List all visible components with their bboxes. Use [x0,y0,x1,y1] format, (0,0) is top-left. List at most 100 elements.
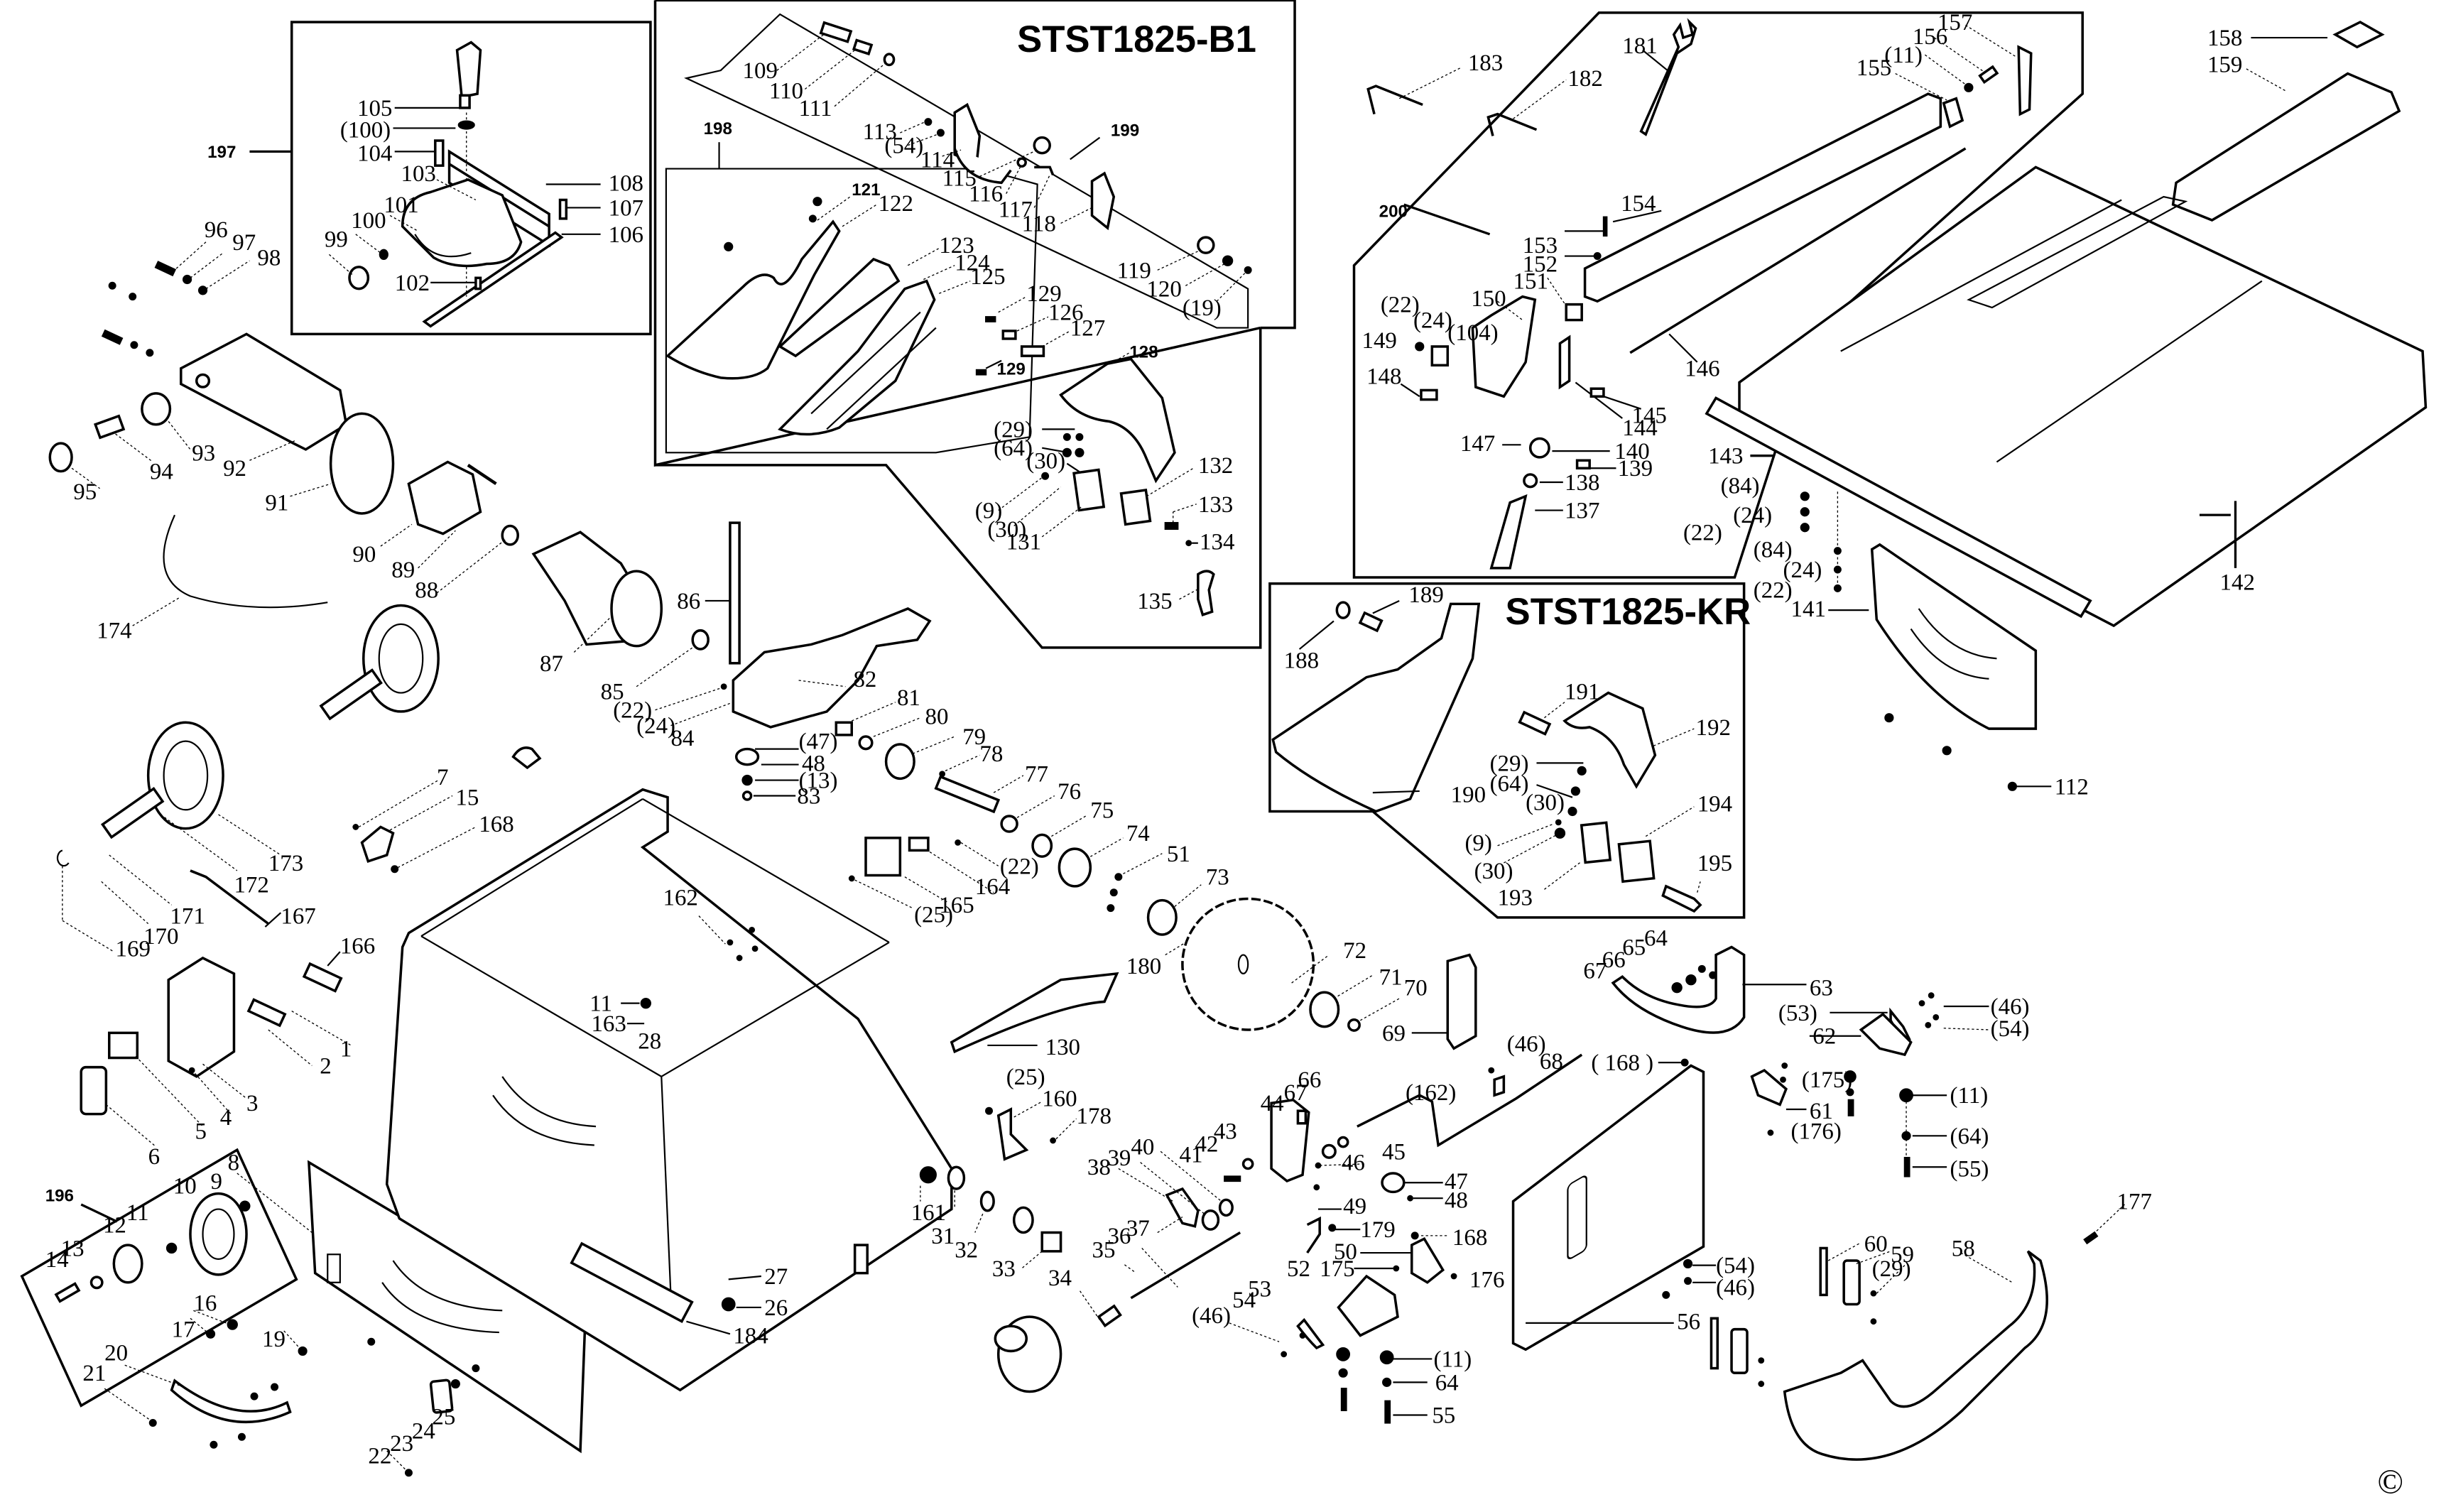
miter-gauge-box [290,21,652,336]
switch-paddle-6 [80,1065,108,1116]
label-96: 96 [205,217,228,243]
label-115: 115 [942,166,977,192]
shaft-35 [1130,1231,1241,1300]
label-67b: 67 [1284,1080,1308,1106]
motor-assembly: 96 97 98 92 93 94 95 91 90 89 88 87 [48,217,1428,1032]
label-122: 122 [879,191,913,217]
label-38: 38 [1087,1155,1111,1180]
label-r176: (176) [1791,1119,1842,1145]
table-assembly: 159 158 143 142 (84) (24) (22) (84) (24)… [1683,21,2428,800]
label-190: 190 [1451,782,1486,807]
label-36: 36 [1107,1224,1131,1249]
label-129b: 129 [997,359,1026,379]
brush-94 [93,414,126,440]
label-r64k: (64) [1490,771,1529,797]
bracket-165 [864,837,902,877]
label-56: 56 [1677,1310,1700,1335]
label-164: 164 [975,874,1010,900]
label-44: 44 [1261,1091,1284,1116]
lock-knob [348,266,370,290]
bearing-88 [501,524,519,546]
label-6: 6 [148,1144,160,1170]
rear-plate-141 [1870,543,2038,730]
label-43: 43 [1214,1119,1237,1145]
plate-56b [1730,1327,1749,1374]
label-r22m: (22) [613,698,652,724]
spring-156 [1978,65,1999,85]
callout-199: 199 [1111,121,1139,140]
screw-177 [2083,1231,2099,1245]
label-r25d: (25) [1006,1065,1045,1090]
clip-107 [558,198,568,220]
label-126: 126 [1048,300,1083,326]
label-45: 45 [1382,1139,1406,1165]
label-173: 173 [268,851,303,876]
pawl-118 [1090,171,1116,231]
label-r30k2: (30) [1474,859,1513,884]
label-17: 17 [172,1317,195,1343]
label-137: 137 [1565,499,1599,524]
label-157: 157 [1937,10,1972,36]
label-4: 4 [220,1105,232,1131]
label-78: 78 [979,741,1003,767]
label-177: 177 [2117,1190,2152,1215]
bearing-75 [1031,833,1053,858]
plate-59 [1842,1259,1861,1306]
switch-block-5 [107,1031,139,1060]
plate-194 [1617,839,1656,883]
label-26: 26 [764,1295,788,1321]
label-183: 183 [1468,50,1503,76]
label-163: 163 [591,1011,626,1037]
label-r64b: (64) [1950,1124,1989,1149]
label-62: 62 [1812,1024,1836,1050]
handle-137 [1489,494,1528,570]
part-139 [1575,459,1591,470]
label-127: 127 [1070,316,1105,342]
label-191: 191 [1565,679,1599,705]
label-121: 121 [852,180,880,200]
label-88: 88 [415,578,438,604]
label-8: 8 [228,1151,239,1176]
blade-slot [1967,195,2188,309]
label-14: 14 [45,1247,69,1273]
label-148: 148 [1366,364,1401,390]
label-130: 130 [1045,1035,1080,1060]
label-r47: (47) [799,729,838,755]
wheel-upper [362,604,440,713]
tools: 183 182 181 [1366,18,1697,136]
label-107: 107 [609,195,643,221]
label-90: 90 [352,542,376,567]
label-102: 102 [395,271,430,296]
label-48: 48 [1445,1187,1468,1213]
label-r46a: (46) [1507,1032,1546,1057]
axle-upper [319,668,383,721]
washer-11 [1964,82,1974,92]
label-22: 22 [368,1444,391,1469]
label-110: 110 [769,79,803,104]
label-25: 25 [432,1405,455,1430]
label-63: 63 [1810,976,1833,1001]
front-panel-parts: 16 17 19 20 21 22 23 24 25 [82,1160,587,1477]
label-r54c: (54) [1716,1253,1755,1279]
table-top-142 [1738,165,2428,628]
fence-clamp-150 [1471,295,1537,398]
callout-197: 197 [207,143,236,162]
label-49: 49 [1343,1194,1366,1219]
label-92: 92 [223,456,246,482]
part-138 [1523,473,1538,489]
clip-188 [1335,601,1351,619]
side-panel-56 [1511,1064,1705,1351]
label-77: 77 [1025,762,1048,788]
label-108: 108 [609,170,643,196]
label-65: 65 [1622,935,1646,961]
label-143: 143 [1708,444,1743,469]
saw-base: 184 26 27 11 163 28 162 130 164 165 (22)… [385,788,1119,1392]
label-111: 111 [799,96,832,121]
pin-102 [474,276,482,290]
label-194: 194 [1697,791,1732,817]
kr-assembly: STST1825-KR 188 189 190 191 192 (29) (64… [1268,582,1751,919]
label-68: 68 [1540,1049,1563,1075]
clip-144 [1558,335,1571,390]
